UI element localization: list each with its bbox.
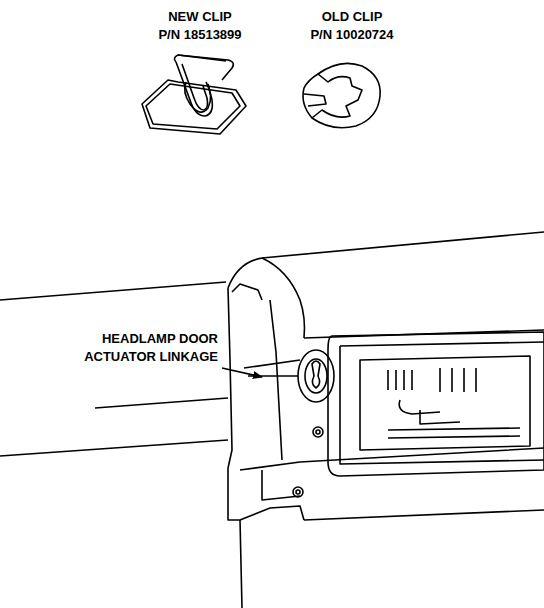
leader-line (222, 368, 262, 377)
old-clip (303, 63, 380, 127)
part-name: NEW CLIP (168, 8, 232, 26)
part-name: OLD CLIP (322, 8, 383, 26)
part-name: HEADLAMP DOOR ACTUATOR LINKAGE (38, 330, 218, 366)
vehicle-front (0, 232, 544, 608)
new-clip (142, 55, 246, 134)
part-number: P/N 10020724 (310, 26, 393, 44)
part-number: P/N 18513899 (158, 26, 241, 44)
